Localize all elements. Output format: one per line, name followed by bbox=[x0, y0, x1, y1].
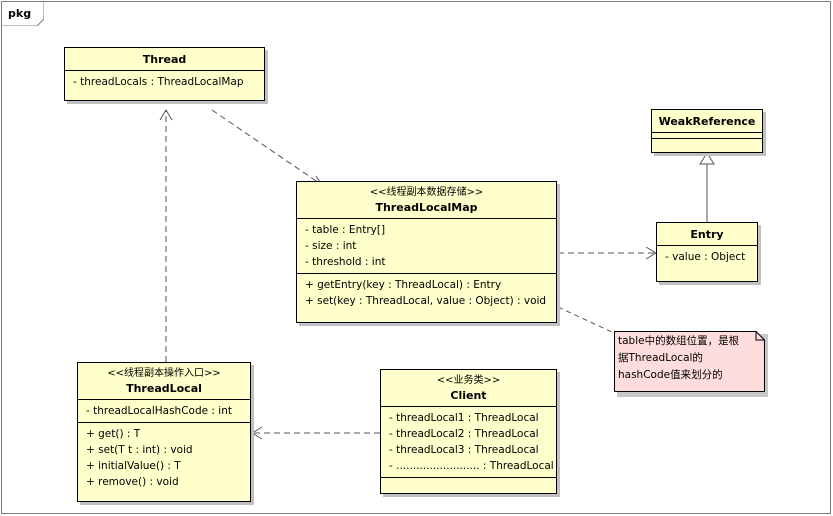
attribute: - size : int bbox=[305, 240, 357, 252]
client-to-threadlocal-arrowhead bbox=[251, 426, 263, 440]
class-header: <<线程副本数据存储>> ThreadLocalMap bbox=[297, 182, 556, 219]
attribute-section bbox=[652, 133, 762, 139]
class-threadlocalmap[interactable]: <<线程副本数据存储>> ThreadLocalMap - table : En… bbox=[296, 181, 557, 323]
class-name: Client bbox=[450, 389, 487, 402]
attribute: - threshold : int bbox=[305, 256, 386, 268]
class-name: ThreadLocalMap bbox=[375, 201, 478, 214]
class-name: Thread bbox=[142, 53, 187, 66]
class-weakreference[interactable]: WeakReference bbox=[651, 109, 763, 153]
attribute-section: - value : Object bbox=[657, 246, 757, 268]
class-name: WeakReference bbox=[658, 115, 756, 128]
attribute: - value : Object bbox=[665, 251, 746, 263]
attribute-section: - threadLocalHashCode : int bbox=[78, 400, 250, 423]
stereotype: <<线程副本操作入口>> bbox=[107, 368, 221, 379]
note-text: table中的数组位置，是根 据ThreadLocal的 hashCode值来划… bbox=[618, 335, 740, 381]
attribute: - threadLocal1 : ThreadLocal bbox=[389, 412, 539, 424]
thread-to-map-dependency bbox=[211, 109, 323, 186]
stereotype: <<线程副本数据存储>> bbox=[369, 187, 484, 198]
attribute-section: - table : Entry[] - size : int - thresho… bbox=[297, 219, 556, 274]
note[interactable]: table中的数组位置，是根 据ThreadLocal的 hashCode值来划… bbox=[614, 331, 768, 397]
stereotype: <<业务类>> bbox=[436, 375, 501, 386]
operation: + initialValue() : T bbox=[86, 460, 181, 472]
attribute-section: - threadLocal1 : ThreadLocal - threadLoc… bbox=[381, 407, 556, 478]
class-header: <<线程副本操作入口>> ThreadLocal bbox=[78, 363, 250, 400]
attribute: - table : Entry[] bbox=[305, 224, 386, 236]
operation: + remove() : void bbox=[86, 476, 179, 488]
note-shape bbox=[614, 331, 768, 397]
attribute: - threadLocal2 : ThreadLocal bbox=[389, 428, 539, 440]
package-frame-tab bbox=[1, 1, 44, 26]
operation-section: + get() : T + set(T t : int) : void + in… bbox=[78, 423, 250, 493]
class-header: Thread bbox=[65, 48, 264, 71]
attribute: - threadLocalHashCode : int bbox=[86, 405, 232, 417]
attribute: - ......................... : ThreadLoca… bbox=[389, 460, 554, 472]
class-thread[interactable]: Thread - threadLocals : ThreadLocalMap bbox=[64, 47, 265, 101]
operation: + getEntry(key : ThreadLocal) : Entry bbox=[305, 279, 502, 291]
class-entry[interactable]: Entry - value : Object bbox=[656, 222, 758, 282]
operation: + get() : T bbox=[86, 428, 141, 440]
class-name: ThreadLocal bbox=[126, 382, 202, 395]
class-header: Entry bbox=[657, 223, 757, 246]
class-header: <<业务类>> Client bbox=[381, 370, 556, 407]
attribute: - threadLocal3 : ThreadLocal bbox=[389, 444, 539, 456]
note-anchor-line bbox=[557, 306, 615, 334]
operation-section bbox=[381, 478, 556, 483]
class-threadlocal[interactable]: <<线程副本操作入口>> ThreadLocal - threadLocalHa… bbox=[77, 362, 251, 502]
package-label: pkg bbox=[8, 7, 32, 20]
generalization-arrowhead bbox=[699, 152, 715, 165]
class-client[interactable]: <<业务类>> Client - threadLocal1 : ThreadLo… bbox=[380, 369, 557, 494]
attribute-section: - threadLocals : ThreadLocalMap bbox=[65, 71, 264, 93]
operation-section bbox=[652, 139, 762, 144]
class-header: WeakReference bbox=[652, 110, 762, 133]
operation-section: + getEntry(key : ThreadLocal) : Entry + … bbox=[297, 274, 556, 312]
operation: + set(key : ThreadLocal, value : Object)… bbox=[305, 295, 547, 307]
operation: + set(T t : int) : void bbox=[86, 444, 193, 456]
attribute: - threadLocals : ThreadLocalMap bbox=[73, 76, 244, 88]
threadlocal-to-thread-arrowhead bbox=[159, 109, 173, 121]
class-name: Entry bbox=[690, 228, 724, 241]
